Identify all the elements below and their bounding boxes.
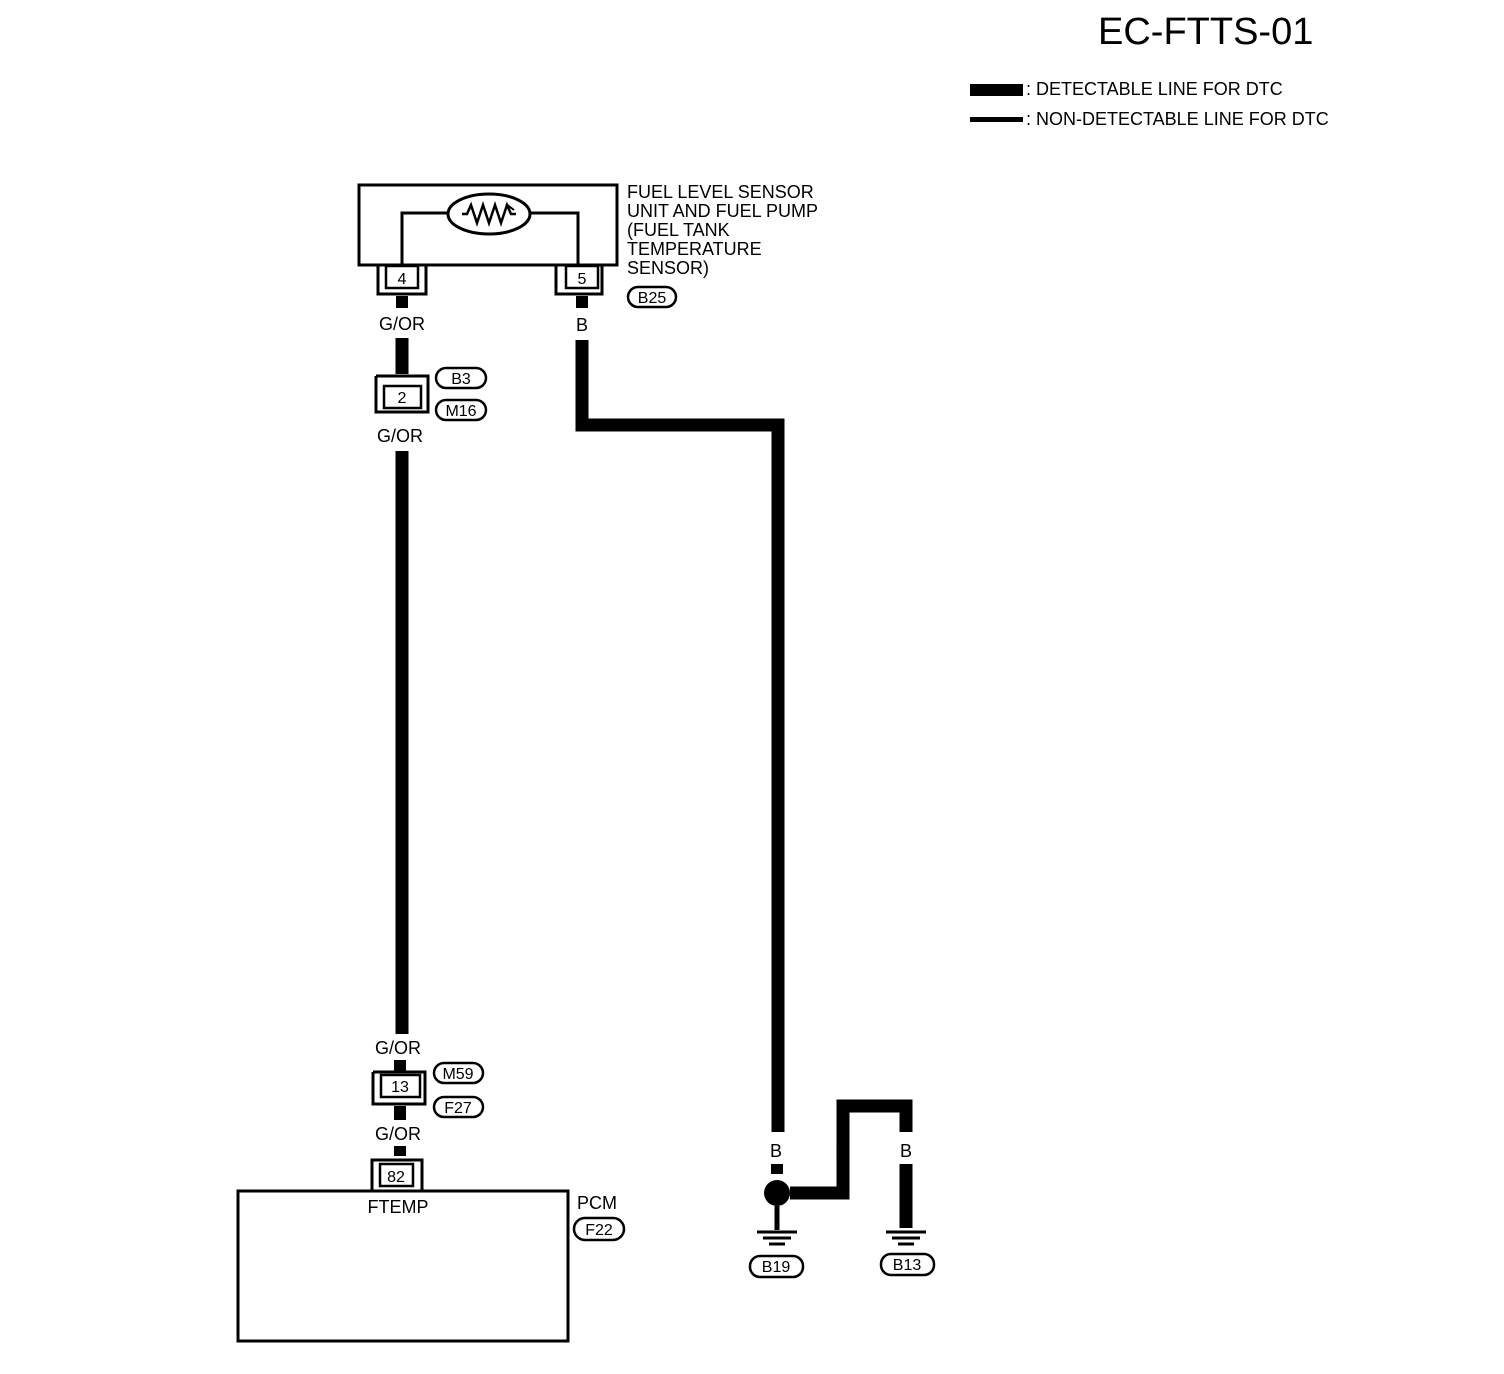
connector-badge-f22: F22 — [572, 1216, 626, 1242]
joint-1-pin: 2 — [398, 390, 407, 407]
splice-point — [764, 1180, 790, 1206]
pcm-terminal-label: FTEMP — [368, 1197, 429, 1217]
connector-badge-m16: M16 — [434, 398, 488, 422]
wire-color-b-4: B — [900, 1141, 912, 1161]
ground-badge-b19: B19 — [748, 1254, 805, 1279]
legend-non-detectable-label: : NON-DETECTABLE LINE FOR DTC — [1026, 109, 1329, 129]
sensor-label-line-5: SENSOR) — [627, 258, 709, 278]
ground-symbol-b13-icon — [886, 1230, 926, 1246]
connector-badge-b25: B25 — [626, 285, 678, 309]
joint-2-pin: 13 — [391, 1079, 409, 1096]
sensor-connector-pin-4: 4 — [376, 264, 428, 296]
connector-badge-f27: F27 — [432, 1095, 485, 1119]
diagram-code: EC-FTTS-01 — [1098, 11, 1313, 53]
wire-color-g-or-4: G/OR — [375, 1124, 421, 1144]
connector-badge-b3: B3 — [434, 366, 488, 390]
sensor-label-line-4: TEMPERATURE — [627, 239, 762, 259]
sensor-label-line-3: (FUEL TANK — [627, 220, 730, 240]
joint-connector-m59-f27: 13 — [371, 1070, 427, 1106]
pin-4-label: 4 — [398, 271, 407, 288]
connector-badge-m59: M59 — [432, 1061, 485, 1085]
legend-detectable-label: : DETECTABLE LINE FOR DTC — [1026, 79, 1283, 99]
svg-text:M16: M16 — [445, 403, 476, 420]
sensor-connector-pin-5: 5 — [554, 264, 604, 296]
legend: : DETECTABLE LINE FOR DTC : NON-DETECTAB… — [970, 79, 1329, 129]
wire-b-splice-loop — [790, 1099, 913, 1200]
legend-detectable-swatch — [970, 84, 1023, 96]
sensor-label-line-2: UNIT AND FUEL PUMP — [627, 201, 818, 221]
svg-text:B3: B3 — [451, 371, 471, 388]
wire-stub-m59 — [394, 1060, 406, 1072]
svg-text:F27: F27 — [444, 1100, 472, 1117]
wire-stub-pcm — [394, 1146, 406, 1156]
pcm-pin-label: 82 — [387, 1169, 405, 1186]
ground-symbol-b19-icon — [757, 1230, 797, 1246]
wire-color-b-3: B — [835, 1141, 847, 1161]
pcm-pin-82: 82 — [370, 1158, 424, 1190]
wire-color-g-or-1: G/OR — [379, 314, 425, 334]
wire-stub-b19 — [771, 1164, 783, 1174]
wire-color-g-or-2: G/OR — [377, 426, 423, 446]
ground-badge-b13: B13 — [879, 1252, 936, 1277]
wire-color-b-2: B — [770, 1141, 782, 1161]
pcm-box — [236, 1189, 570, 1343]
wire-color-b-1: B — [576, 315, 588, 335]
svg-text:B25: B25 — [638, 290, 667, 307]
pin-5-label: 5 — [578, 271, 587, 288]
thermistor-icon — [446, 192, 532, 236]
svg-text:B13: B13 — [893, 1257, 922, 1274]
joint-connector-b3-m16: 2 — [374, 374, 430, 414]
fuel-level-sensor-unit — [357, 183, 619, 267]
wire-stub-f27 — [394, 1106, 406, 1120]
wire-stub-pin-4 — [396, 296, 408, 308]
wire-stub-pin-5 — [576, 296, 588, 308]
wire-b-main — [575, 340, 785, 1132]
svg-text:F22: F22 — [585, 1222, 613, 1239]
wire-color-g-or-3: G/OR — [375, 1038, 421, 1058]
sensor-label-line-1: FUEL LEVEL SENSOR — [627, 182, 814, 202]
svg-text:B19: B19 — [762, 1259, 791, 1276]
sensor-label: FUEL LEVEL SENSOR UNIT AND FUEL PUMP (FU… — [627, 182, 818, 278]
svg-text:M59: M59 — [442, 1066, 473, 1083]
pcm-label: PCM — [577, 1193, 617, 1213]
legend-non-detectable-swatch — [970, 117, 1023, 122]
